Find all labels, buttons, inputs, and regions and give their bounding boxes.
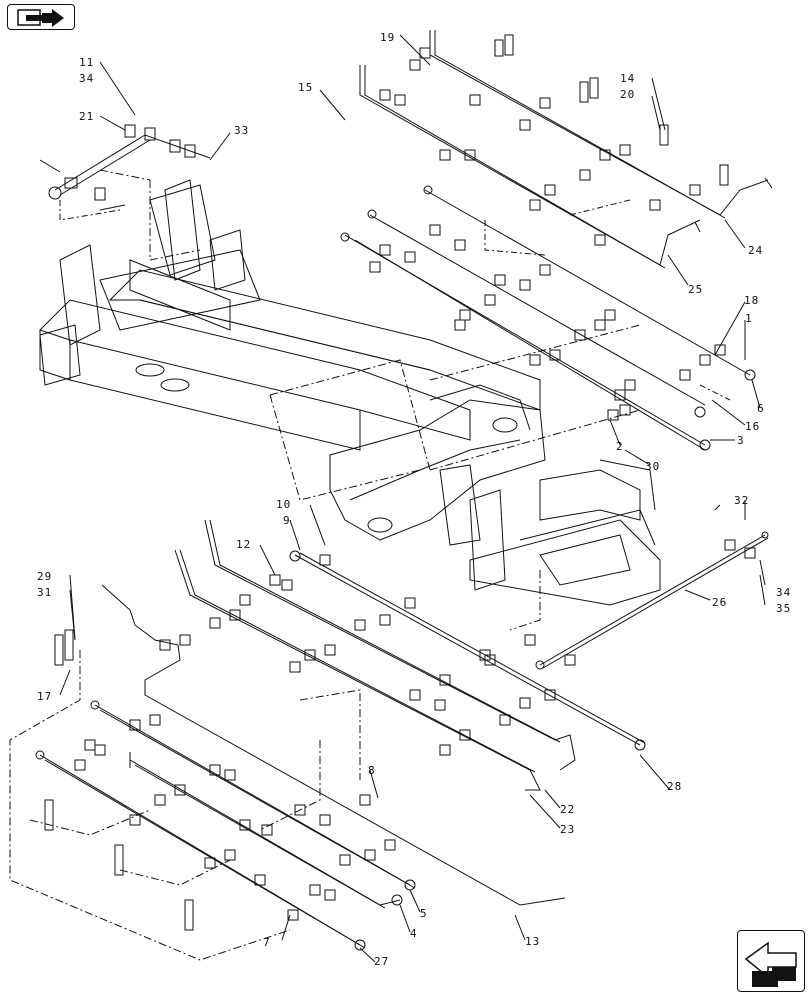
- callout-34: 34: [79, 72, 95, 85]
- arrow-out-of-box-icon: [744, 941, 797, 987]
- callout-8: 8: [368, 764, 376, 777]
- callout-33: 33: [234, 124, 250, 137]
- arrow-into-box-icon: [17, 9, 64, 27]
- leader-lines: [59, 34, 766, 963]
- callout-10: 10: [276, 498, 292, 511]
- top-left-tube-assembly: [39, 124, 211, 221]
- callout-2: 2: [616, 440, 624, 453]
- callout-7: 7: [263, 936, 271, 949]
- callout-12: 12: [236, 538, 252, 551]
- callout-24: 24: [748, 244, 764, 257]
- callout-26: 26: [712, 596, 728, 609]
- callout-19: 19: [380, 31, 396, 44]
- callout-1: 1: [745, 312, 753, 325]
- callout-11: 11: [79, 56, 95, 69]
- next-page-button[interactable]: [737, 930, 805, 992]
- previous-page-button[interactable]: [7, 4, 75, 30]
- callout-28: 28: [667, 780, 683, 793]
- callout-29: 29: [37, 570, 53, 583]
- chassis-frame: [39, 169, 661, 606]
- callout-21: 21: [79, 110, 95, 123]
- callout-25: 25: [688, 283, 704, 296]
- callout-16: 16: [745, 420, 761, 433]
- callout-22: 22: [560, 803, 576, 816]
- callout-6: 6: [757, 402, 765, 415]
- callout-3: 3: [737, 434, 745, 447]
- callout-27: 27: [374, 955, 390, 968]
- callout-9: 9: [283, 514, 291, 527]
- callout-18: 18: [744, 294, 760, 307]
- callout-20: 20: [620, 88, 636, 101]
- callout-30: 30: [645, 460, 661, 473]
- callout-32: 32: [734, 494, 750, 507]
- callout-13: 13: [525, 935, 541, 948]
- callout-5: 5: [420, 907, 428, 920]
- bottom-tube-assembly: [9, 519, 769, 961]
- callout-31: 31: [37, 586, 53, 599]
- callout-14: 14: [620, 72, 636, 85]
- callout-35: 35: [776, 602, 792, 615]
- callout-15: 15: [298, 81, 314, 94]
- callout-17: 17: [37, 690, 53, 703]
- callout-4: 4: [410, 927, 418, 940]
- top-right-tube-assembly: [340, 30, 773, 451]
- callout-34: 34: [776, 586, 792, 599]
- callout-23: 23: [560, 823, 576, 836]
